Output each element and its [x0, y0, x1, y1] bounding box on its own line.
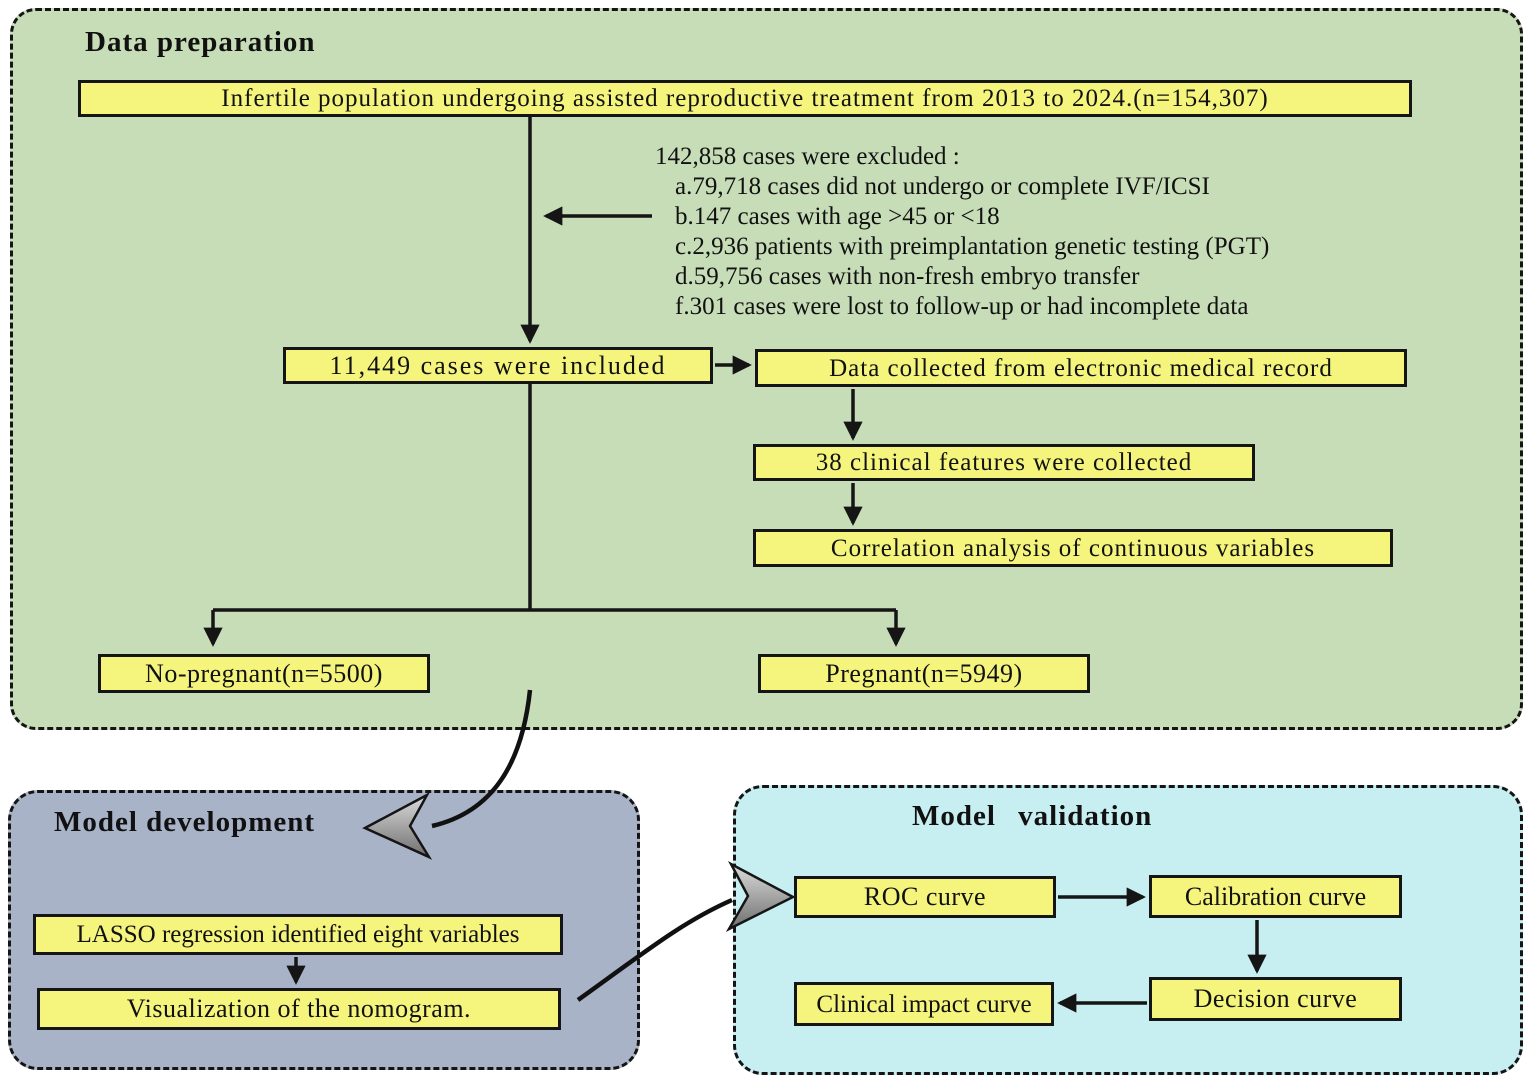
exclusion-item-f: f.301 cases were lost to follow-up or ha…: [675, 293, 1249, 320]
box-included: 11,449 cases were included: [283, 347, 713, 384]
exclusion-item-c: c.2,936 patients with preimplantation ge…: [675, 233, 1270, 260]
box-no-pregnant: No-pregnant(n=5500): [98, 654, 430, 693]
box-emr: Data collected from electronic medical r…: [755, 349, 1407, 387]
box-nomogram: Visualization of the nomogram.: [37, 988, 561, 1030]
gray-arrowhead-development: [362, 791, 433, 860]
box-population: Infertile population undergoing assisted…: [78, 80, 1412, 117]
box-calibration: Calibration curve: [1149, 875, 1402, 918]
box-features: 38 clinical features were collected: [753, 444, 1255, 481]
box-pregnant: Pregnant(n=5949): [758, 654, 1090, 693]
box-decision: Decision curve: [1149, 977, 1402, 1021]
box-lasso: LASSO regression identified eight variab…: [33, 914, 563, 955]
box-clinical: Clinical impact curve: [794, 982, 1054, 1026]
exclusion-item-a: a.79,718 cases did not undergo or comple…: [675, 173, 1210, 200]
gray-arrowhead-validation: [725, 860, 796, 932]
panel-model-validation: [733, 785, 1523, 1075]
box-correlation: Correlation analysis of continuous varia…: [753, 529, 1393, 567]
panel-title-data-preparation: Data preparation: [85, 26, 316, 58]
panel-title-model-validation: Model validation: [912, 800, 1153, 832]
exclusion-item-b: b.147 cases with age >45 or <18: [675, 203, 1000, 230]
box-roc: ROC curve: [794, 876, 1056, 918]
exclusion-item-d: d.59,756 cases with non-fresh embryo tra…: [675, 263, 1140, 290]
exclusion-list: 142,858 cases were excluded : a.79,718 c…: [655, 142, 1269, 322]
curve-nomogram-to-validation: [576, 897, 733, 1002]
panel-title-model-development: Model development: [54, 806, 316, 838]
curve-data-to-development: [431, 689, 533, 829]
exclusion-header: 142,858 cases were excluded :: [655, 143, 960, 170]
